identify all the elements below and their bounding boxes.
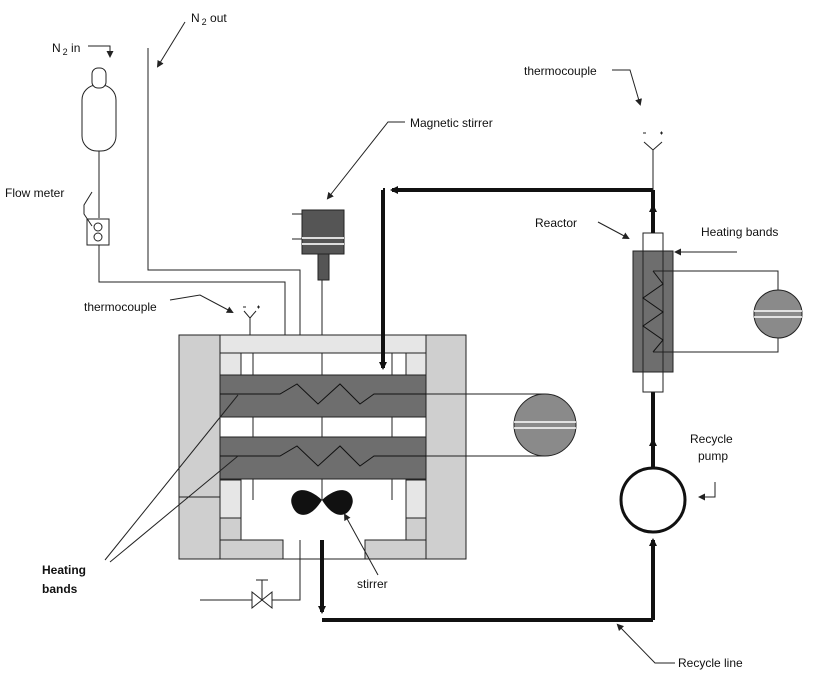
- n2-out-arrow: [156, 21, 186, 68]
- heater-controller-left: [426, 393, 577, 457]
- n2-cylinder: [81, 67, 117, 152]
- magnetic-stirrer: [292, 209, 345, 281]
- recycle-line-callout: [616, 623, 675, 664]
- recycle-pump-label-line2: pump: [698, 449, 728, 463]
- thermocouple-right-probe: [643, 131, 663, 190]
- recycle-line-label: Recycle line: [678, 656, 743, 670]
- flow-meter-label: Flow meter: [5, 186, 64, 200]
- vessel-heating-band-upper: [219, 374, 474, 418]
- heating-bands-right-label: Heating bands: [701, 225, 778, 239]
- reactor-callout: [597, 221, 630, 239]
- vessel-heating-band-lower: [219, 436, 520, 480]
- n2-feed-line: [98, 245, 286, 335]
- thermocouple-right-callout: [612, 69, 642, 106]
- reactor-label: Reactor: [535, 216, 577, 230]
- stirrer-callout: [344, 513, 379, 576]
- reactor: [632, 232, 674, 393]
- n2-out-line: [147, 48, 301, 335]
- heating-bands-callout-upper: [104, 394, 239, 561]
- thermocouple-left-label: thermocouple: [84, 300, 157, 314]
- magnetic-stirrer-callout: [326, 121, 405, 200]
- thermocouple-left-callout: [169, 294, 234, 313]
- recycle-pump-label-line1: Recycle: [690, 432, 733, 446]
- heating-bands-callout-lower: [109, 455, 239, 563]
- stirrer-label: stirrer: [357, 577, 388, 591]
- stirrer-paddle: [291, 490, 353, 515]
- recycle-pump: [619, 466, 687, 534]
- thermocouple-left-probe: [243, 305, 260, 335]
- heating-bands-left-label-line2: bands: [42, 582, 78, 596]
- drain-valve: [200, 540, 301, 610]
- heater-controller-right: [653, 270, 803, 353]
- thermocouple-right-label: thermocouple: [524, 64, 597, 78]
- flow-meter-callout: [83, 191, 93, 227]
- flow-meter: [86, 218, 110, 246]
- n2-in-arrow: [88, 45, 114, 58]
- magnetic-stirrer-label: Magnetic stirrer: [410, 116, 493, 130]
- heating-bands-left-label-line1: Heating: [42, 563, 86, 577]
- recycle-pump-callout: [698, 482, 716, 501]
